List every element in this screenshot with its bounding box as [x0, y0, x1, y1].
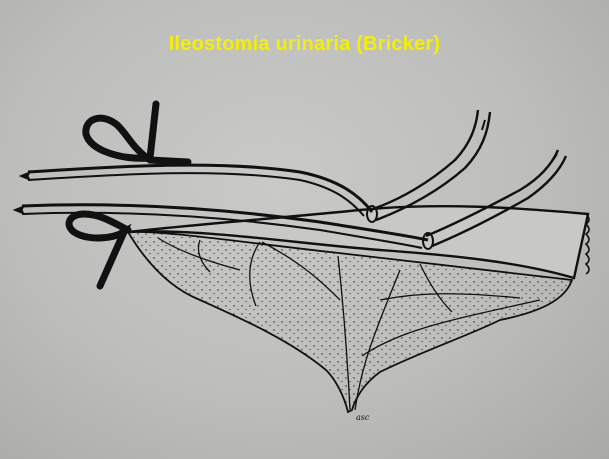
ureter-loop-upper: [86, 104, 188, 162]
handwritten-label: asc: [356, 413, 370, 422]
conduit-closed-end: [586, 214, 589, 274]
ureter-loop-lower: [69, 214, 128, 286]
